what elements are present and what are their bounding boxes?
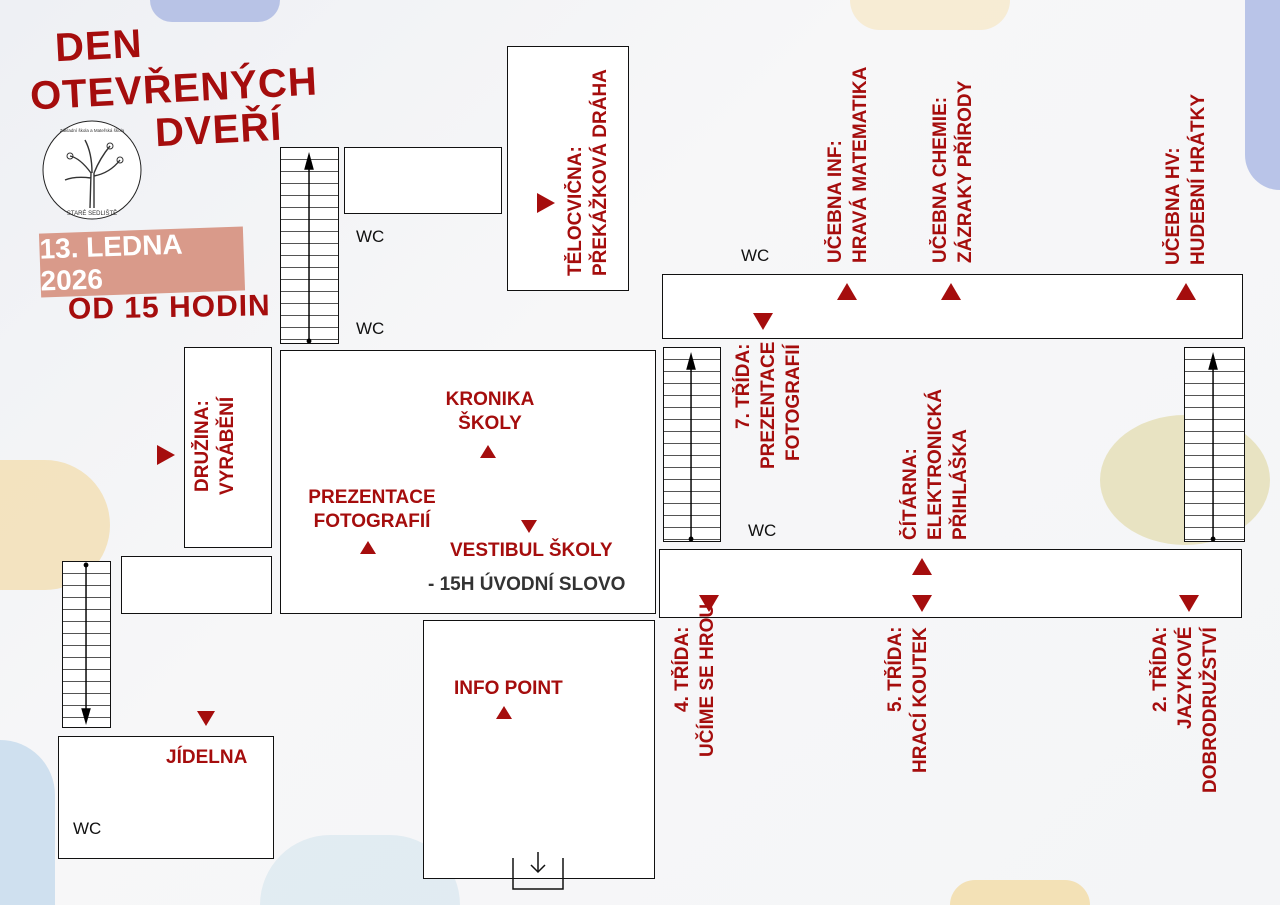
wc-label: WC: [741, 246, 770, 265]
school-logo: STARÉ SEDLIŠTĚ Základní škola a Mateřská…: [42, 120, 142, 220]
decor-blob: [0, 740, 55, 905]
room: [344, 147, 502, 214]
wc-label: WC: [356, 319, 385, 338]
label-uvodni-slovo: - 15H ÚVODNÍ SLOVO: [428, 574, 626, 595]
staircase-up: [663, 347, 721, 542]
decor-blob: [850, 0, 1010, 30]
label-ucebna-hv: UČEBNA HV:HUDEBNÍ HRÁTKY: [1163, 94, 1209, 265]
arrow-down-icon: [197, 711, 215, 726]
staircase-up: [280, 147, 339, 344]
corridor-bottom: [659, 549, 1242, 618]
label-info-point: INFO POINT: [454, 678, 563, 699]
decor-blob: [950, 880, 1090, 905]
label-jidelna: JÍDELNA: [166, 747, 248, 768]
room-telocvicna: [507, 46, 629, 291]
corridor-top: [662, 274, 1243, 339]
label-vestibul: VESTIBUL ŠKOLY: [450, 540, 613, 561]
staircase-up: [1184, 347, 1245, 542]
entrance-icon: [512, 852, 564, 890]
label-telocvicna: TĚLOCVIČNA:PŘEKÁŽKOVÁ DRÁHA: [565, 69, 611, 276]
label-trida-5: 5. TŘÍDA:HRACÍ KOUTEK: [885, 627, 931, 773]
label-trida-4: 4. TŘÍDA:UČÍME SE HROU: [672, 603, 718, 757]
svg-text:STARÉ SEDLIŠTĚ: STARÉ SEDLIŠTĚ: [67, 209, 117, 217]
title-line: DEN: [53, 21, 144, 71]
staircase-down: [62, 561, 111, 728]
room-jidelna: [58, 736, 274, 859]
room-vestibul: [280, 350, 656, 614]
wc-label: WC: [748, 521, 777, 540]
event-time: OD 15 HODIN: [67, 289, 271, 326]
label-ucebna-chemie: UČEBNA CHEMIE:ZÁZRAKY PŘÍRODY: [930, 80, 976, 263]
room: [121, 556, 272, 614]
decor-blob: [150, 0, 280, 22]
label-ucebna-inf: UČEBNA INF:HRAVÁ MATEMATIKA: [825, 66, 871, 263]
title-line: DVEŘÍ: [153, 104, 284, 156]
room-druzina: [184, 347, 272, 548]
decor-blob: [1245, 0, 1280, 190]
event-date: 13. LEDNA 2026: [38, 228, 183, 297]
svg-text:Základní škola a Mateřská škol: Základní škola a Mateřská škola: [60, 128, 125, 133]
wc-label: WC: [356, 227, 385, 246]
label-druzina: DRUŽINA:VYRÁBĚNÍ: [192, 396, 238, 496]
date-badge: 13. LEDNA 2026: [38, 226, 246, 298]
wc-label: WC: [73, 819, 102, 838]
arrow-right-icon: [157, 445, 175, 465]
room-info-point: [423, 620, 655, 879]
